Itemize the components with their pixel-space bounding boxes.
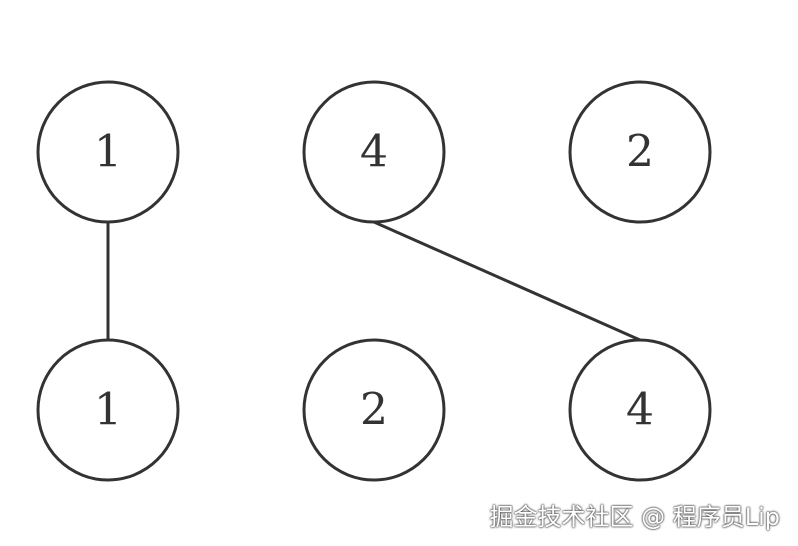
- node-a3: 2: [568, 80, 712, 224]
- node-a2-label: 4: [360, 127, 388, 178]
- node-b3: 4: [568, 338, 712, 482]
- node-a3-circle: [568, 80, 712, 224]
- node-b2: 2: [302, 338, 446, 482]
- node-a2: 4: [302, 80, 446, 224]
- node-a1-label: 1: [94, 127, 122, 178]
- node-a3-label: 2: [626, 127, 654, 178]
- node-b2-label: 2: [360, 385, 388, 436]
- node-b1: 1: [36, 338, 180, 482]
- node-a1: 1: [36, 80, 180, 224]
- node-b2-circle: [302, 338, 446, 482]
- watermark: 掘金技术社区 @ 程序员Lip: [489, 503, 780, 531]
- edges: [106, 220, 641, 342]
- node-b3-label: 4: [626, 385, 654, 436]
- node-b1-circle: [36, 338, 180, 482]
- node-b1-label: 1: [94, 385, 122, 436]
- node-b3-circle: [568, 338, 712, 482]
- node-a1-circle: [36, 80, 180, 224]
- node-a2-circle: [302, 80, 446, 224]
- edge-a2-b3: [373, 220, 641, 342]
